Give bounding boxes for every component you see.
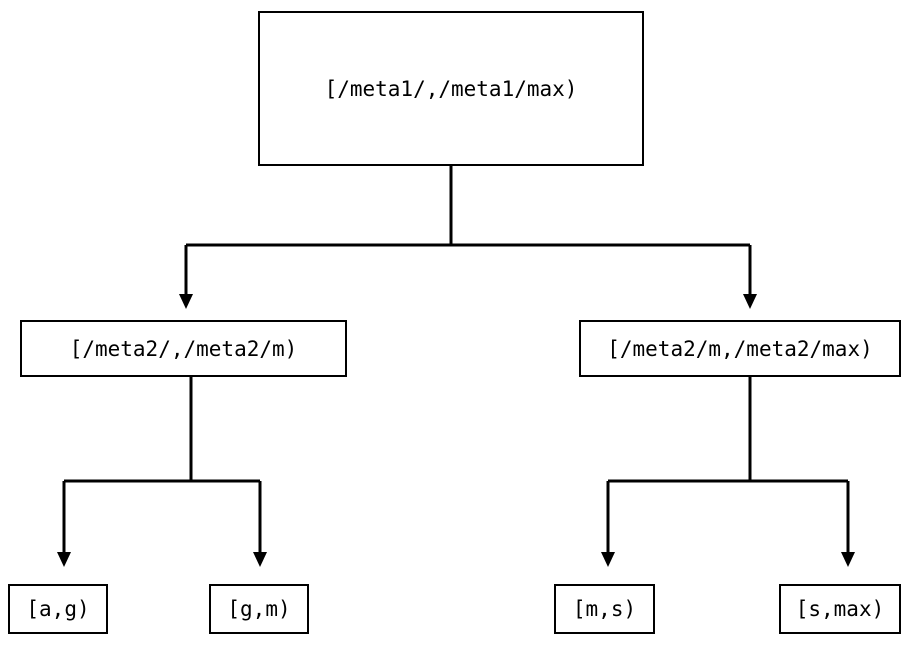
arrowhead-icon: [841, 552, 855, 567]
node-leaf-g-m[interactable]: [g,m): [209, 584, 309, 634]
arrowhead-icon: [601, 552, 615, 567]
node-leaf-g-m-label: [g,m): [227, 597, 291, 621]
node-meta2-lower-label: [/meta2/,/meta2/m): [69, 336, 298, 361]
node-root-meta1-range[interactable]: [/meta1/,/meta1/max): [258, 11, 644, 166]
node-leaf-a-g[interactable]: [a,g): [8, 584, 108, 634]
node-meta2-lower-range[interactable]: [/meta2/,/meta2/m): [20, 320, 347, 377]
node-leaf-s-max-label: [s,max): [795, 597, 885, 621]
arrowhead-icon: [743, 294, 757, 309]
node-root-label: [/meta1/,/meta1/max): [324, 76, 578, 101]
node-leaf-s-max[interactable]: [s,max): [779, 584, 901, 634]
arrowhead-icon: [57, 552, 71, 567]
edge-meta2lower-to-leaves: [57, 377, 267, 567]
node-leaf-m-s[interactable]: [m,s): [554, 584, 655, 634]
edge-root-to-level1: [179, 166, 757, 309]
node-meta2-upper-range[interactable]: [/meta2/m,/meta2/max): [579, 320, 901, 377]
node-leaf-a-g-label: [a,g): [26, 597, 90, 621]
node-leaf-m-s-label: [m,s): [572, 597, 637, 621]
arrowhead-icon: [253, 552, 267, 567]
node-meta2-upper-label: [/meta2/m,/meta2/max): [607, 336, 873, 361]
arrowhead-icon: [179, 294, 193, 309]
edge-meta2upper-to-leaves: [601, 377, 855, 567]
